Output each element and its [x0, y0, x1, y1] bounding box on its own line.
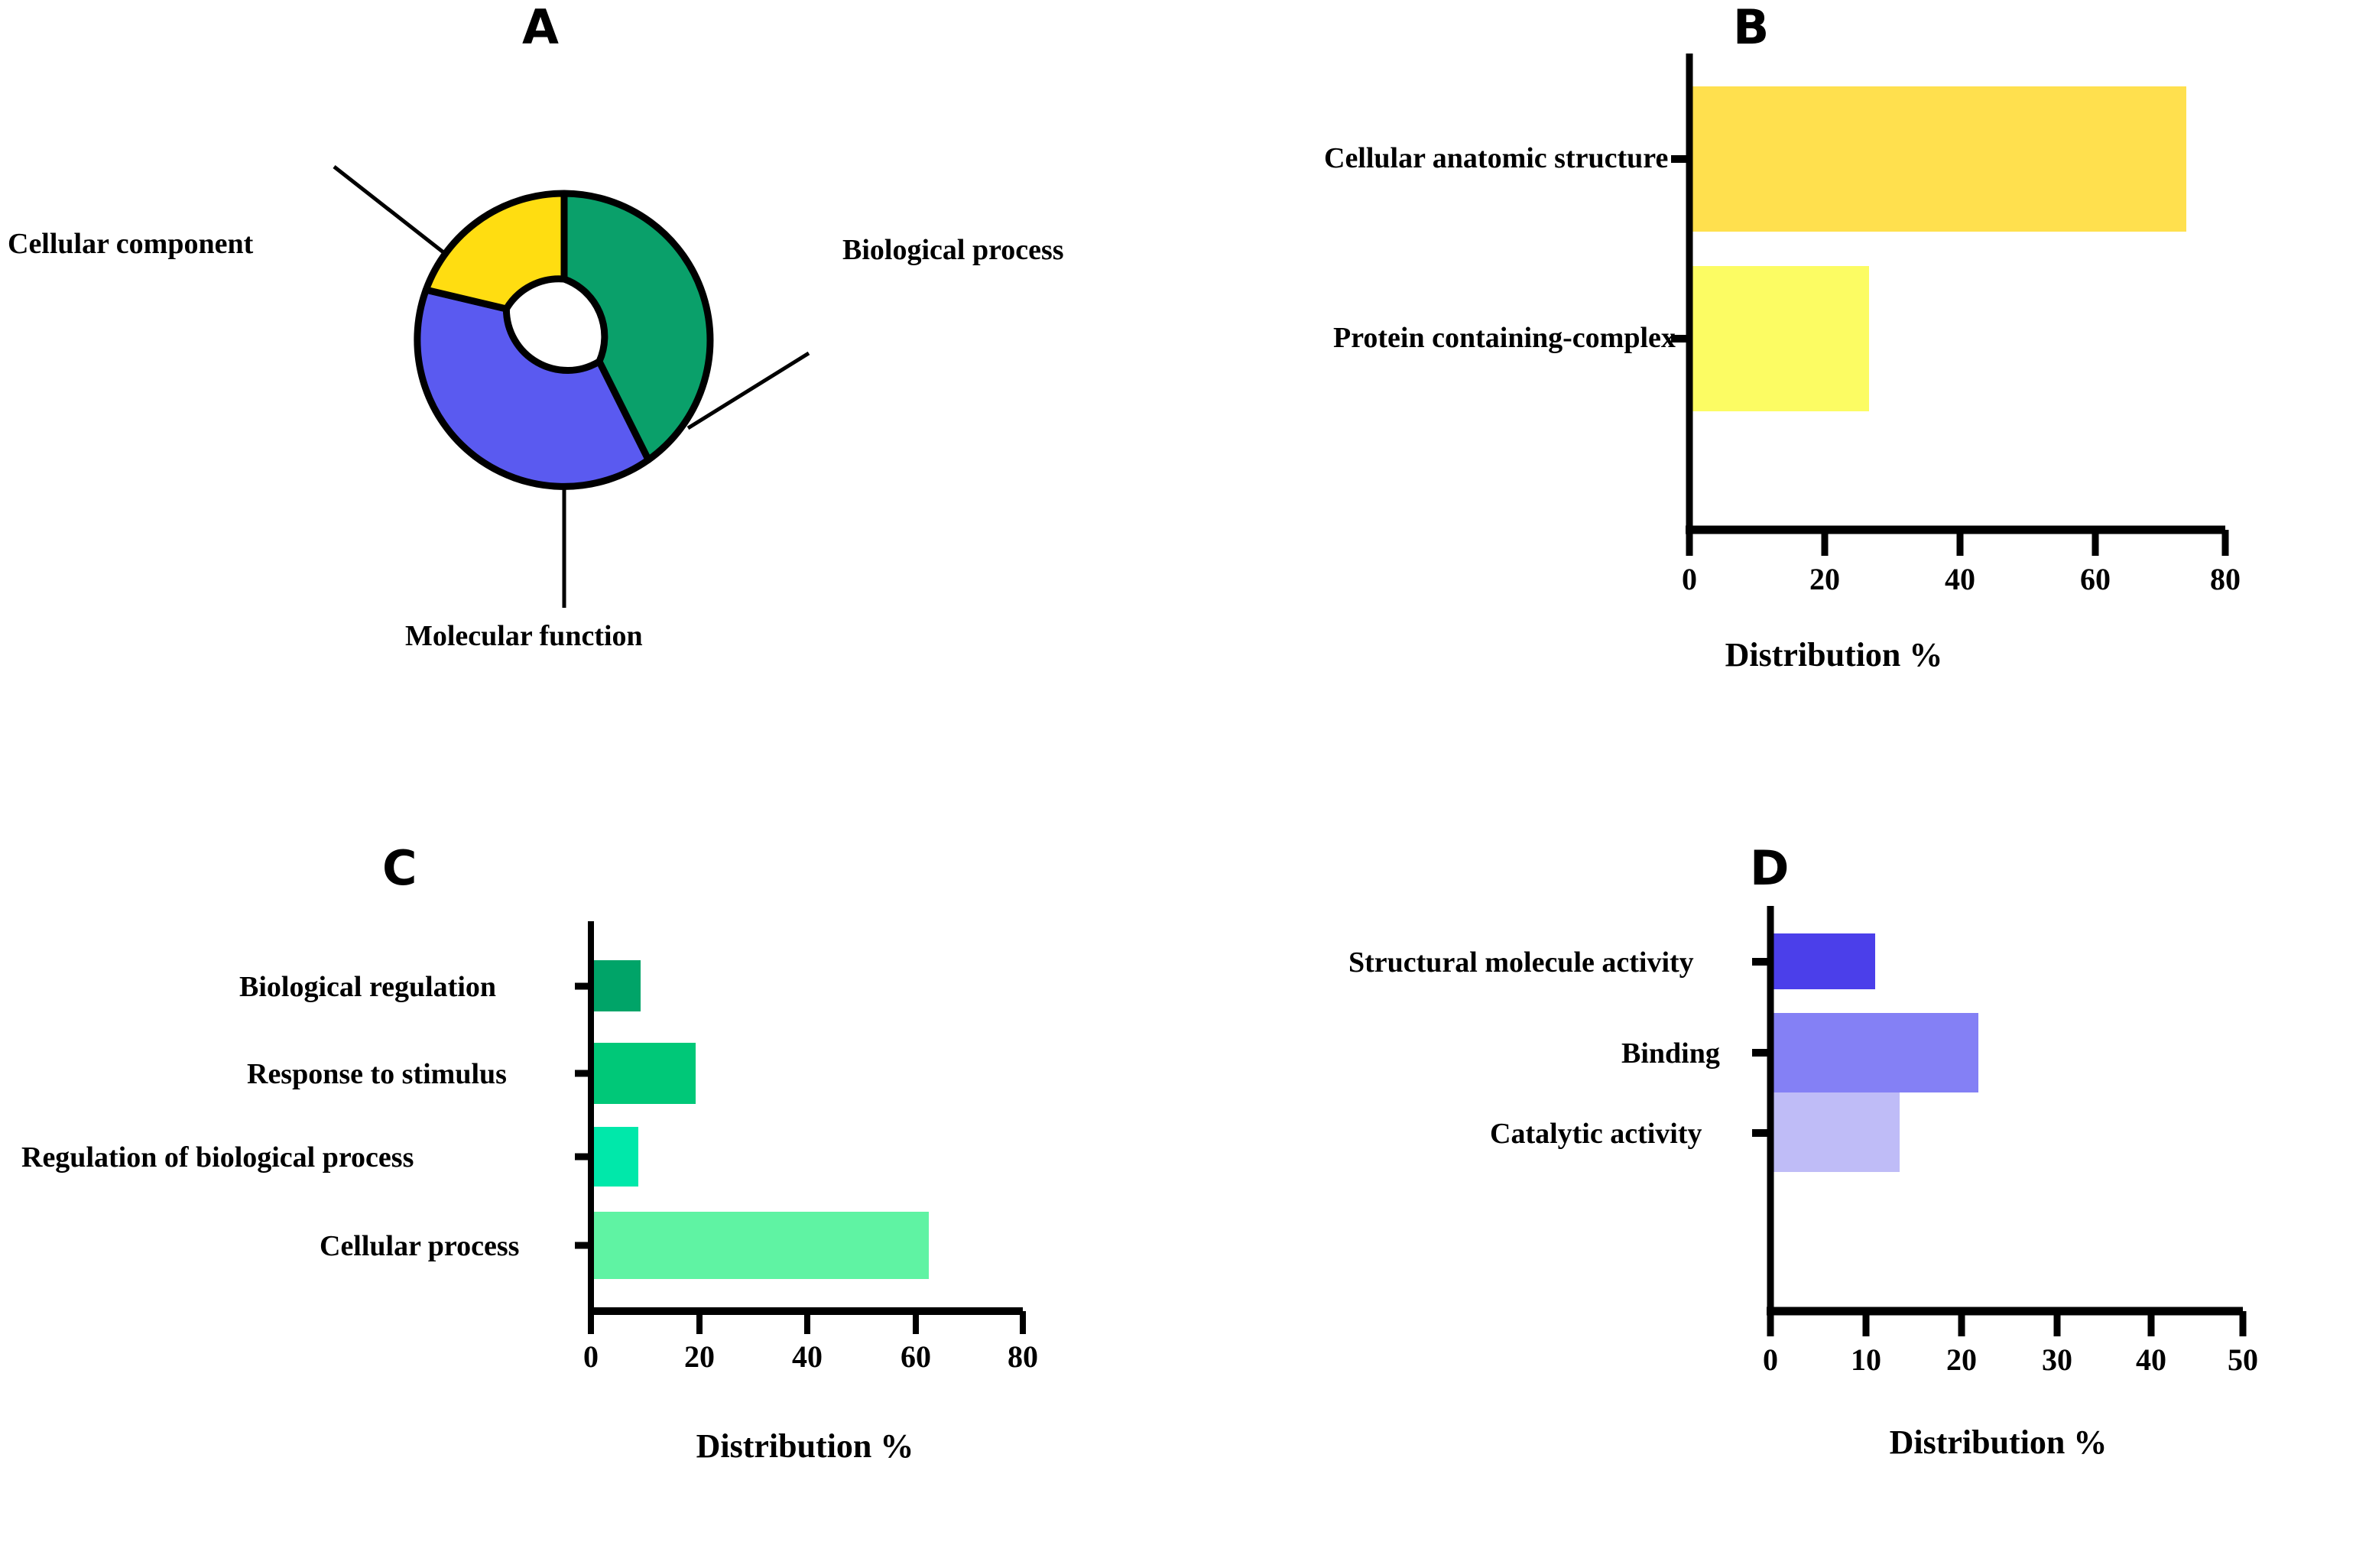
panel-c-x-axis-title: Distribution %: [696, 1427, 914, 1465]
panel-a: A Biological process Cellular component …: [0, 0, 1184, 784]
donut-slice-biological-process[interactable]: [560, 190, 714, 463]
panel-d-x-axis-title: Distribution %: [1889, 1424, 2108, 1461]
panel-c-category-label-0: Biological regulation: [239, 971, 497, 1003]
panel-c-category-label-1: Response to stimulus: [247, 1058, 507, 1090]
panel-b-xtick-label-1: 20: [1809, 562, 1840, 596]
bar-biological-regulation[interactable]: [591, 960, 641, 1011]
panel-b-xtick-label-2: 40: [1945, 562, 1975, 596]
panel-c-xtick-label-3: 60: [901, 1339, 931, 1374]
panel-d-xtick-label-4: 40: [2136, 1342, 2166, 1377]
bar-cellular-anatomic-structure[interactable]: [1689, 86, 2186, 232]
panel-d-category-label-1: Binding: [1621, 1037, 1720, 1070]
panel-d-category-label-2: Catalytic activity: [1490, 1118, 1702, 1150]
panel-c-category-label-2: Regulation of biological process: [21, 1141, 414, 1174]
panel-d-xtick-label-1: 10: [1851, 1342, 1881, 1377]
panel-d-xtick-label-3: 30: [2042, 1342, 2072, 1377]
panel-c: C Biological regulation Response to stim…: [0, 784, 1184, 1568]
donut-label-molecular-function: Molecular function: [405, 620, 643, 652]
donut-slice-molecular-function[interactable]: [414, 286, 652, 490]
panel-d: D Structural molecule activity Binding C…: [1184, 784, 2369, 1568]
panel-c-letter: C: [382, 840, 417, 896]
bar-structural-molecule-activity[interactable]: [1770, 933, 1875, 989]
panel-b-xtick-label-0: 0: [1682, 562, 1697, 596]
panel-c-category-label-3: Cellular process: [320, 1230, 520, 1262]
leader-line-biological-process: [686, 351, 810, 430]
panel-b-letter: B: [1733, 0, 1770, 55]
panel-c-xtick-label-4: 80: [1008, 1339, 1038, 1374]
panel-c-xtick-label-2: 40: [792, 1339, 823, 1374]
panel-d-letter: D: [1750, 840, 1790, 896]
donut-label-biological-process: Biological process: [842, 234, 1064, 266]
panel-d-plot-svg: [1752, 906, 2247, 1336]
donut-label-cellular-component: Cellular component: [8, 228, 254, 260]
panel-b-category-label-0: Cellular anatomic structure: [1324, 142, 1669, 174]
panel-c-plot-svg: [575, 921, 1026, 1334]
panel-b-xtick-label-3: 60: [2080, 562, 2111, 596]
panel-a-letter: A: [522, 0, 559, 55]
bar-protein-containing-complex[interactable]: [1689, 266, 1869, 411]
donut-chart-svg: [333, 165, 810, 608]
panel-c-xtick-label-0: 0: [583, 1339, 599, 1374]
bar-cellular-process[interactable]: [591, 1212, 929, 1279]
panel-d-category-label-0: Structural molecule activity: [1348, 946, 1694, 979]
panel-d-xtick-label-2: 20: [1946, 1342, 1977, 1377]
bar-binding[interactable]: [1770, 1013, 1978, 1092]
panel-b-plot-svg: [1671, 54, 2229, 556]
panel-b-category-label-1: Protein containing-complex: [1333, 322, 1676, 354]
bar-regulation-of-biological-process[interactable]: [591, 1127, 638, 1187]
donut-slice-cellular-component[interactable]: [422, 190, 568, 313]
panel-b-x-axis-title: Distribution %: [1725, 636, 1943, 674]
panel-c-xtick-label-1: 20: [684, 1339, 715, 1374]
panel-d-xtick-label-5: 50: [2228, 1342, 2258, 1377]
leader-line-cellular-component: [333, 165, 445, 254]
panel-d-xtick-label-0: 0: [1763, 1342, 1778, 1377]
panel-b: B Cellular anatomic structure Protein co…: [1184, 0, 2369, 784]
bar-response-to-stimulus[interactable]: [591, 1043, 696, 1104]
bar-catalytic-activity[interactable]: [1770, 1092, 1900, 1172]
panel-b-xtick-label-4: 80: [2210, 562, 2241, 596]
